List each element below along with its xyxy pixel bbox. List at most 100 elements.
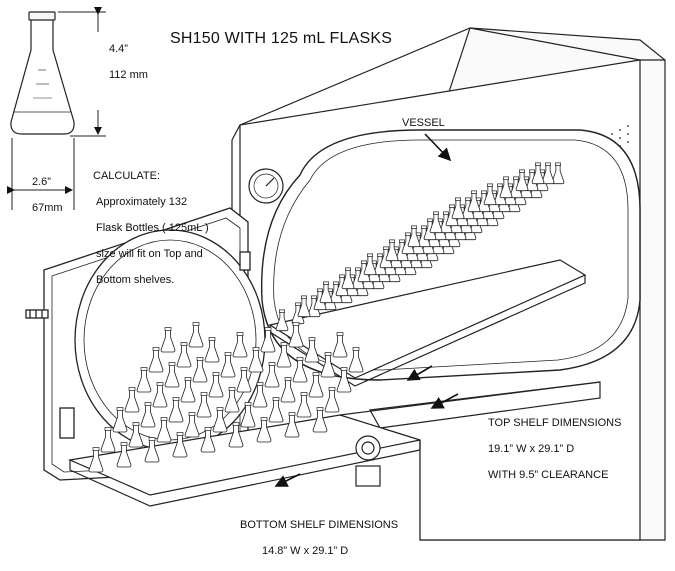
flask-cap-icon	[172, 397, 180, 401]
flask-cap-icon	[519, 169, 525, 173]
calculate-line-4: Bottom shelves.	[96, 274, 175, 286]
flask-icon	[228, 424, 244, 448]
flask-cap-icon	[545, 162, 551, 166]
bottom-shelf-flasks	[88, 322, 364, 473]
flask-cap-icon	[367, 253, 373, 257]
flask-icon	[292, 359, 308, 383]
flask-icon	[483, 185, 497, 206]
flask-cap-icon	[389, 239, 395, 243]
flask-icon	[264, 364, 280, 388]
flask-cap-icon	[252, 347, 260, 351]
pointer-arrows	[274, 133, 459, 487]
flask-cap-icon	[324, 352, 332, 356]
flask-cap-icon	[288, 412, 296, 416]
flask-icon	[152, 384, 168, 408]
flask-cap-icon	[228, 387, 236, 391]
flask-icon	[280, 379, 296, 403]
sterilizer-diagram	[7, 7, 666, 541]
flask-cap-icon	[317, 288, 323, 292]
flask-cap-icon	[340, 367, 348, 371]
flask-width-label: 2.6” 67mm	[32, 163, 63, 228]
flask-cap-icon	[316, 407, 324, 411]
flask-cap-icon	[377, 253, 383, 257]
flask-icon	[336, 369, 352, 393]
diagram-title: SH150 WITH 125 mL FLASKS	[170, 30, 393, 47]
flask-cap-icon	[433, 211, 439, 215]
flask-icon	[184, 414, 200, 438]
flask-cap-icon	[352, 347, 360, 351]
flask-cap-icon	[487, 183, 493, 187]
flask-cap-icon	[311, 295, 317, 299]
flask-icon	[160, 329, 176, 353]
flask-icon	[192, 359, 208, 383]
flask-cap-icon	[148, 437, 156, 441]
flask-icon	[248, 349, 264, 373]
flask-width-mm: 67mm	[32, 202, 63, 214]
top-shelf-heading: TOP SHELF DIMENSIONS	[488, 417, 622, 429]
flask-icon	[348, 349, 364, 373]
flask-cap-icon	[152, 347, 160, 351]
flask-cap-icon	[405, 232, 411, 236]
flask-cap-icon	[260, 417, 268, 421]
flask-cap-icon	[279, 309, 285, 313]
flask-icon	[276, 344, 292, 368]
flask-cap-icon	[184, 377, 192, 381]
flask-icon	[256, 419, 272, 443]
flask-icon	[515, 171, 529, 192]
flask-cap-icon	[92, 447, 100, 451]
flask-icon	[204, 339, 220, 363]
flask-icon	[288, 324, 304, 348]
flask-cap-icon	[116, 407, 124, 411]
flask-icon	[324, 389, 340, 413]
flask-dimension-lines	[7, 7, 106, 210]
calculate-heading: CALCULATE:	[93, 170, 161, 182]
flask-icon	[224, 389, 240, 413]
flask-cap-icon	[264, 327, 272, 331]
flask-cap-icon	[295, 302, 301, 306]
flask-icon	[260, 329, 276, 353]
flask-icon	[319, 283, 333, 304]
calculate-note: CALCULATE: Approximately 132 Flask Bottl…	[93, 157, 223, 300]
flask-cap-icon	[555, 162, 561, 166]
vessel-label: VESSEL	[402, 117, 445, 129]
flask-cap-icon	[301, 295, 307, 299]
flask-cap-icon	[296, 357, 304, 361]
flask-icon	[284, 414, 300, 438]
flask-icon	[304, 339, 320, 363]
flask-cap-icon	[168, 362, 176, 366]
flask-cap-icon	[272, 397, 280, 401]
flask-cap-icon	[323, 281, 329, 285]
flask-height-label: 4.4” 112 mm	[109, 30, 148, 95]
flask-icon	[140, 404, 156, 428]
flask-cap-icon	[208, 337, 216, 341]
control-knob	[355, 435, 381, 487]
bottom-shelf-size: 14.8” W x 29.1” D	[262, 545, 349, 557]
flask-icon	[156, 419, 172, 443]
flask-icon	[531, 164, 545, 185]
flask-cap-icon	[333, 281, 339, 285]
flask-icon	[200, 429, 216, 453]
flask-cap-icon	[529, 169, 535, 173]
flask-cap-icon	[383, 246, 389, 250]
flask-icon	[429, 213, 443, 234]
flask-icon	[172, 434, 188, 458]
flask-icon	[144, 439, 160, 463]
flask-cap-icon	[513, 176, 519, 180]
flask-cap-icon	[280, 342, 288, 346]
flask-icon	[363, 255, 377, 276]
flask-cap-icon	[503, 176, 509, 180]
flask-cap-icon	[240, 367, 248, 371]
flask-cap-icon	[497, 183, 503, 187]
flask-icon	[308, 374, 324, 398]
flask-icon	[312, 409, 328, 433]
flask-cap-icon	[328, 387, 336, 391]
flask-icon	[320, 354, 336, 378]
top-shelf-label: TOP SHELF DIMENSIONS 19.1” W x 29.1” D W…	[488, 404, 621, 495]
flask-icon	[467, 192, 481, 213]
flask-icon	[112, 409, 128, 433]
flask-cap-icon	[292, 322, 300, 326]
top-shelf-flasks	[275, 162, 565, 332]
calculate-line-1: Approximately 132	[96, 196, 188, 208]
flask-icon	[116, 444, 132, 468]
flask-icon	[164, 364, 180, 388]
